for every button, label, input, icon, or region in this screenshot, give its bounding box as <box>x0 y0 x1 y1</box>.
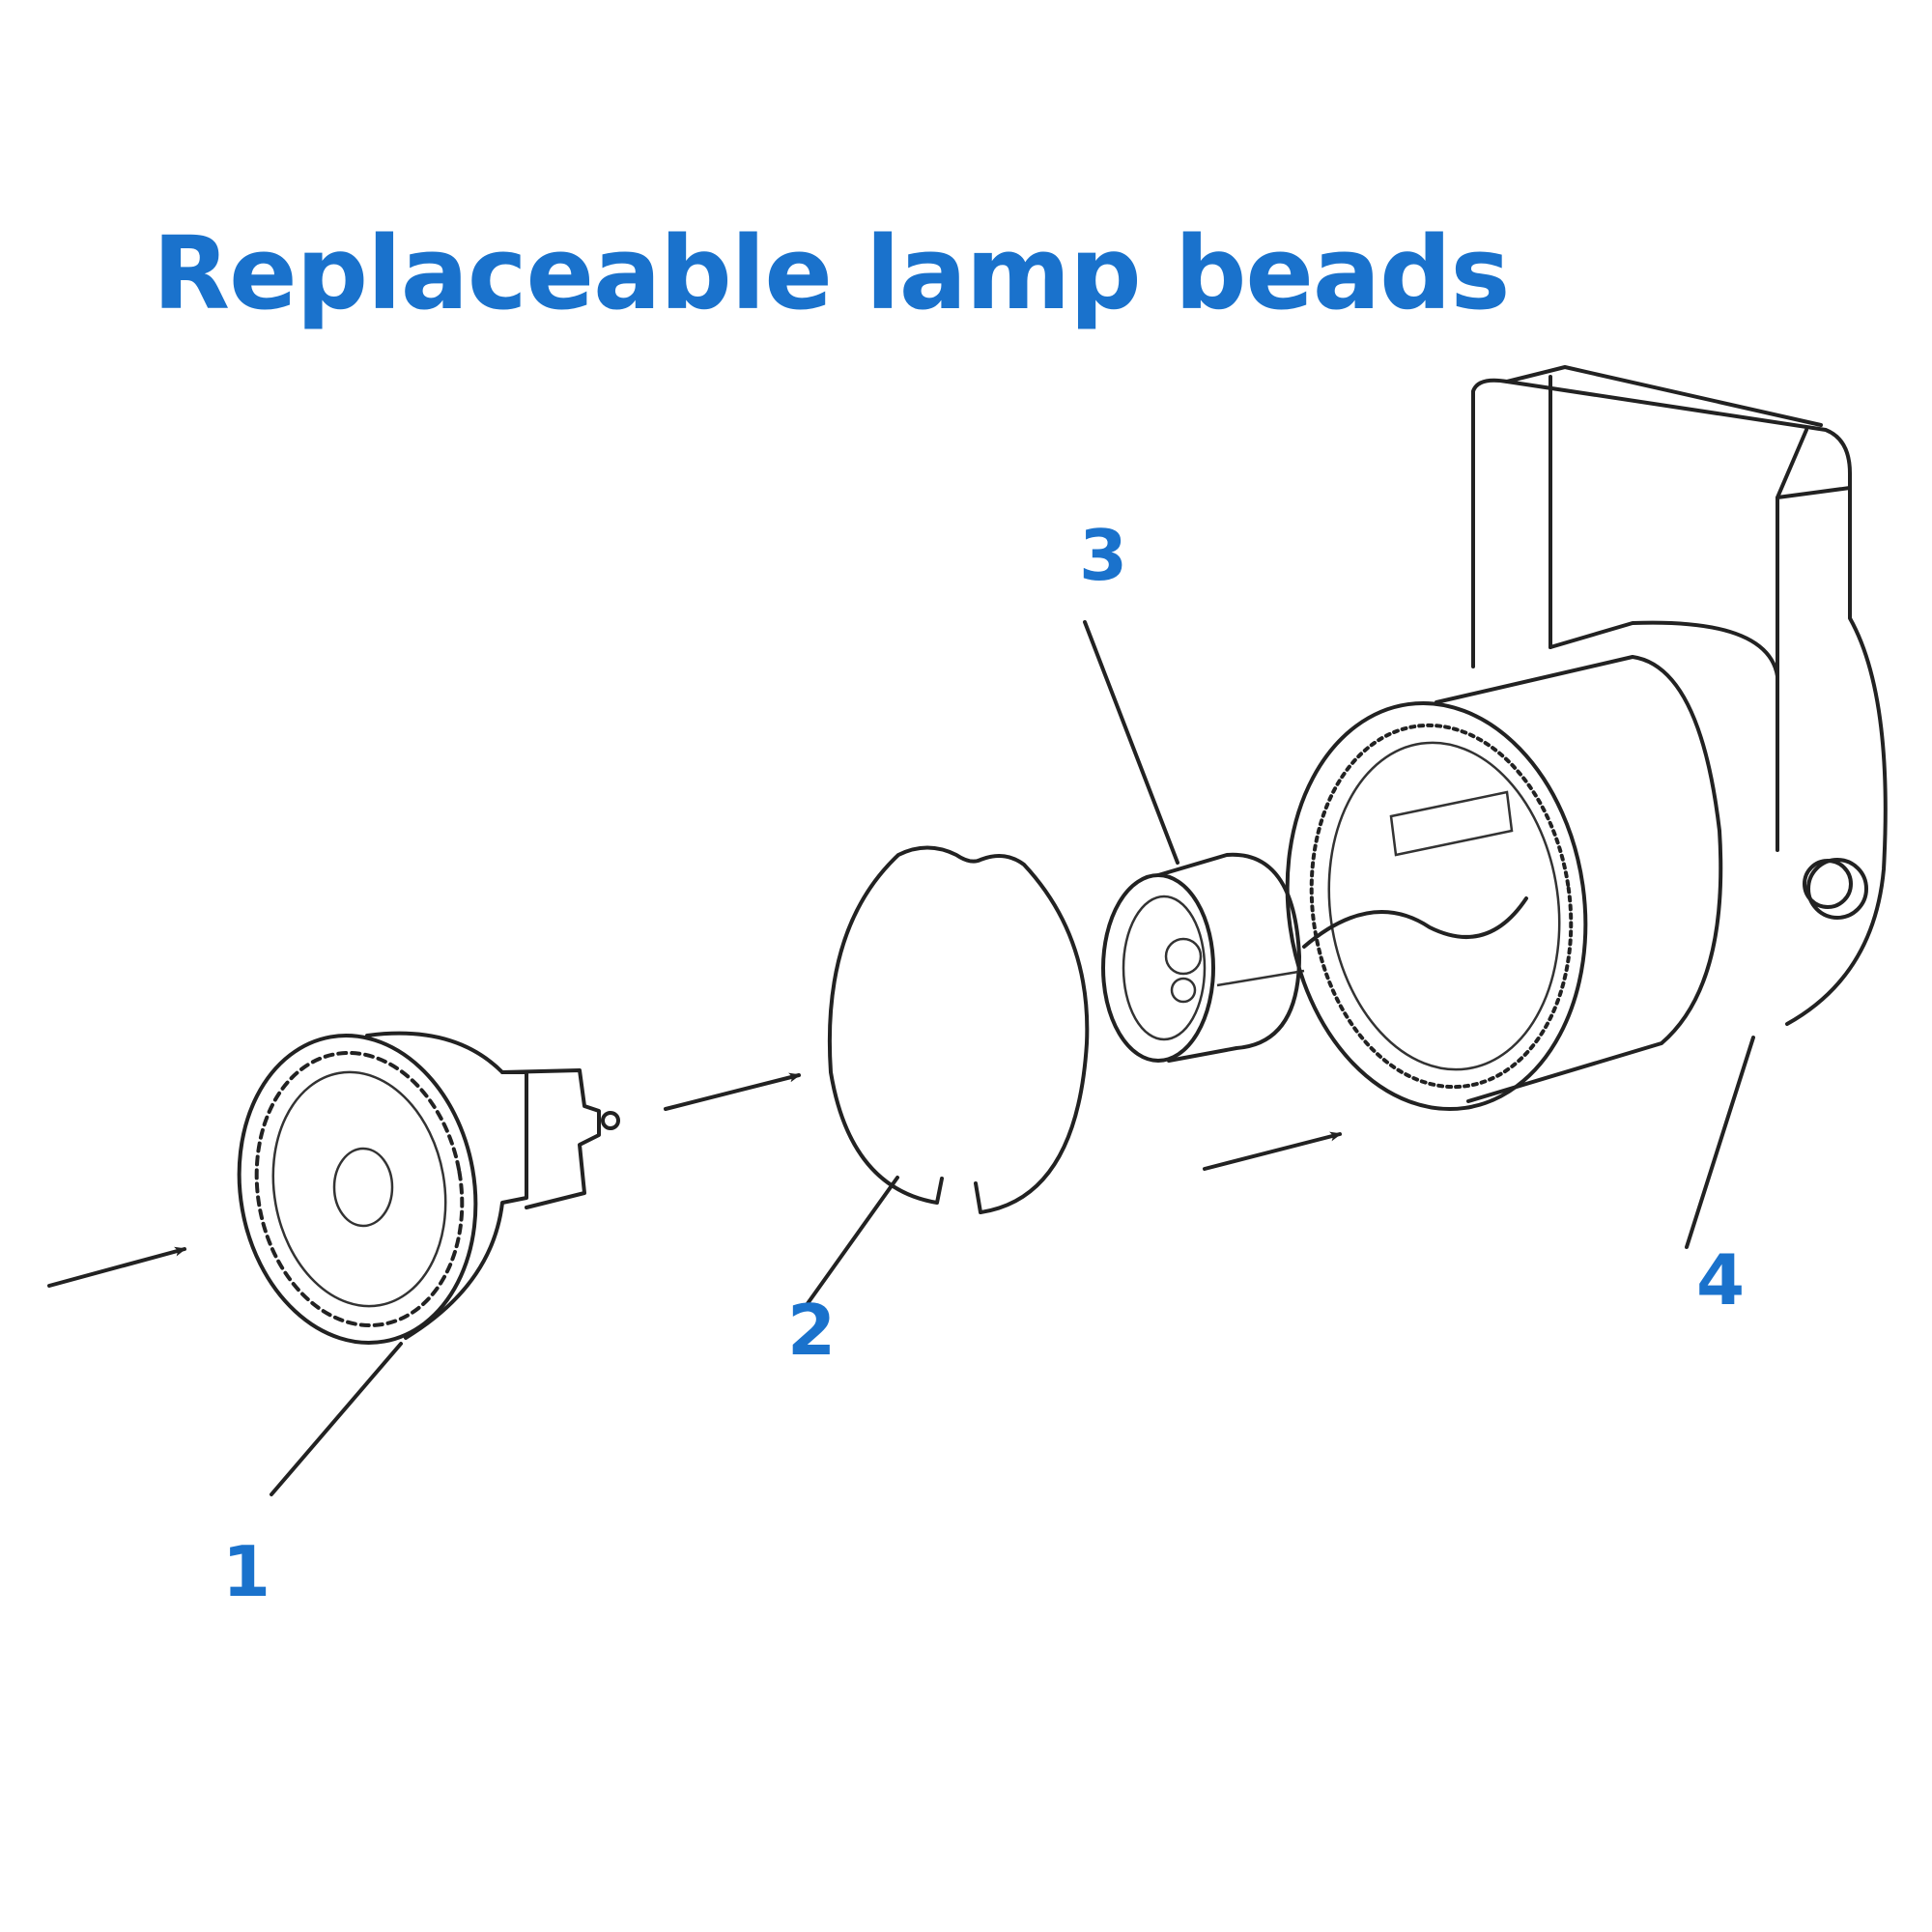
part-label-3: 3 <box>1079 515 1128 596</box>
part-label-1: 1 <box>222 1531 271 1612</box>
retaining-ring <box>827 845 1090 1214</box>
part-label-2: 2 <box>787 1290 837 1371</box>
leader-line-3 <box>1083 620 1179 865</box>
arrow-1 <box>47 1246 186 1288</box>
arrow-3 <box>1203 1131 1342 1171</box>
arrow-2 <box>664 1072 801 1111</box>
part-label-4: 4 <box>1696 1239 1746 1321</box>
leader-line-2 <box>802 1176 899 1311</box>
lamp-housing <box>1285 365 1888 1112</box>
leader-line-1 <box>270 1342 403 1496</box>
leader-line-4 <box>1685 1036 1755 1249</box>
led-bulb <box>237 1031 620 1345</box>
lamp-socket <box>1101 852 1305 1063</box>
diagram-title: Replaceable lamp beads <box>153 214 1510 332</box>
